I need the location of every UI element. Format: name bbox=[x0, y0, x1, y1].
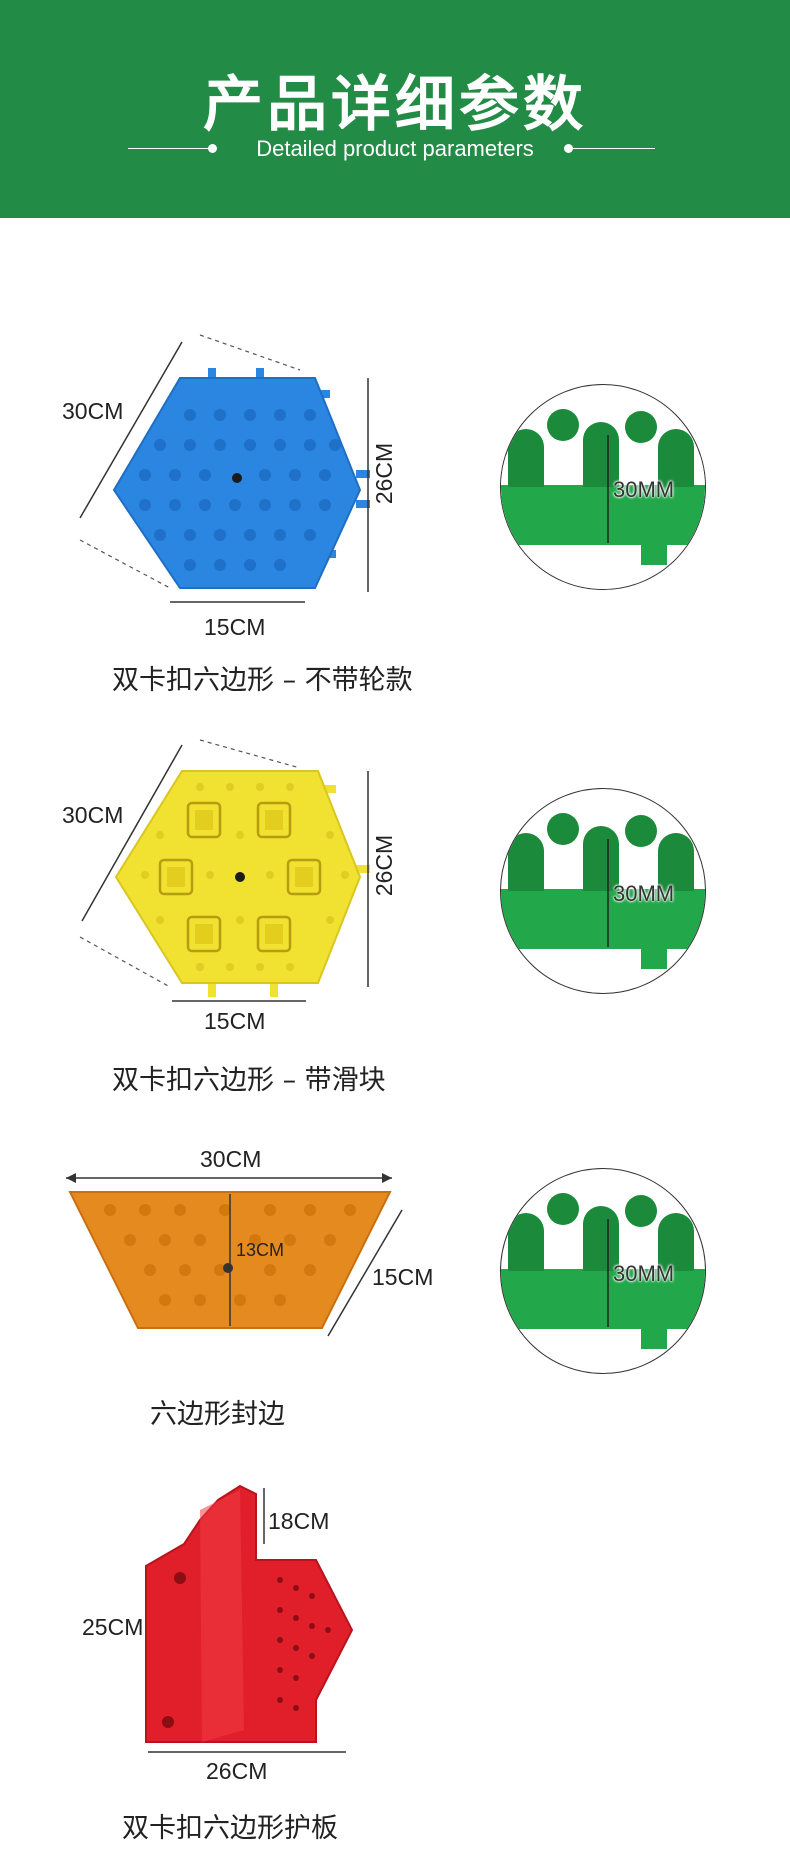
page-subtitle-row: Detailed product parameters bbox=[0, 136, 790, 161]
yellow-tile-side-label: 15CM bbox=[204, 1008, 266, 1034]
red-guard-length-label: 25CM bbox=[82, 1614, 144, 1640]
red-guard-width-label: 26CM bbox=[206, 1758, 268, 1784]
page-title: 产品详细参数 bbox=[203, 70, 587, 140]
blue-hexagon-tile-image bbox=[79, 334, 370, 603]
orange-edge-side-label: 15CM bbox=[372, 1264, 434, 1290]
subtitle-divider-left bbox=[128, 148, 208, 149]
red-guard-caption: 双卡扣六边形护板 bbox=[122, 1813, 338, 1844]
subtitle-dot-left bbox=[208, 144, 217, 153]
yellow-hexagon-tile-image bbox=[79, 739, 370, 1002]
red-guard-height-label: 18CM bbox=[268, 1508, 330, 1534]
orange-edge-depth-label: 13CM bbox=[236, 1240, 285, 1260]
orange-edge-piece-image bbox=[66, 1173, 403, 1337]
orange-edge-caption: 六边形封边 bbox=[150, 1399, 285, 1430]
blue-tile-caption: 双卡扣六边形 – 不带轮款 bbox=[112, 665, 413, 696]
yellow-tile-height-label: 26CM bbox=[371, 834, 398, 897]
yellow-tile-diagonal-label: 30CM bbox=[62, 802, 124, 828]
blue-tile-height-label: 26CM bbox=[371, 442, 398, 505]
page-subtitle: Detailed product parameters bbox=[256, 136, 534, 161]
blue-tile-detail-zoom: 30MM bbox=[500, 384, 706, 590]
blue-tile-side-label: 15CM bbox=[204, 614, 266, 640]
header-banner: 产品详细参数 Detailed product parameters bbox=[0, 0, 790, 218]
yellow-tile-caption: 双卡扣六边形 – 带滑块 bbox=[112, 1065, 386, 1096]
orange-edge-detail-label: 30MM bbox=[613, 1261, 675, 1286]
blue-tile-diagonal-label: 30CM bbox=[62, 398, 124, 424]
subtitle-dot-right bbox=[564, 144, 573, 153]
red-guard-plate-image bbox=[145, 1484, 354, 1753]
yellow-tile-detail-label: 30MM bbox=[613, 881, 675, 906]
subtitle-divider-right bbox=[573, 148, 655, 149]
blue-tile-detail-label: 30MM bbox=[613, 477, 675, 502]
orange-edge-width-label: 30CM bbox=[200, 1146, 262, 1172]
orange-edge-detail-zoom: 30MM bbox=[500, 1168, 706, 1374]
yellow-tile-detail-zoom: 30MM bbox=[500, 788, 706, 994]
